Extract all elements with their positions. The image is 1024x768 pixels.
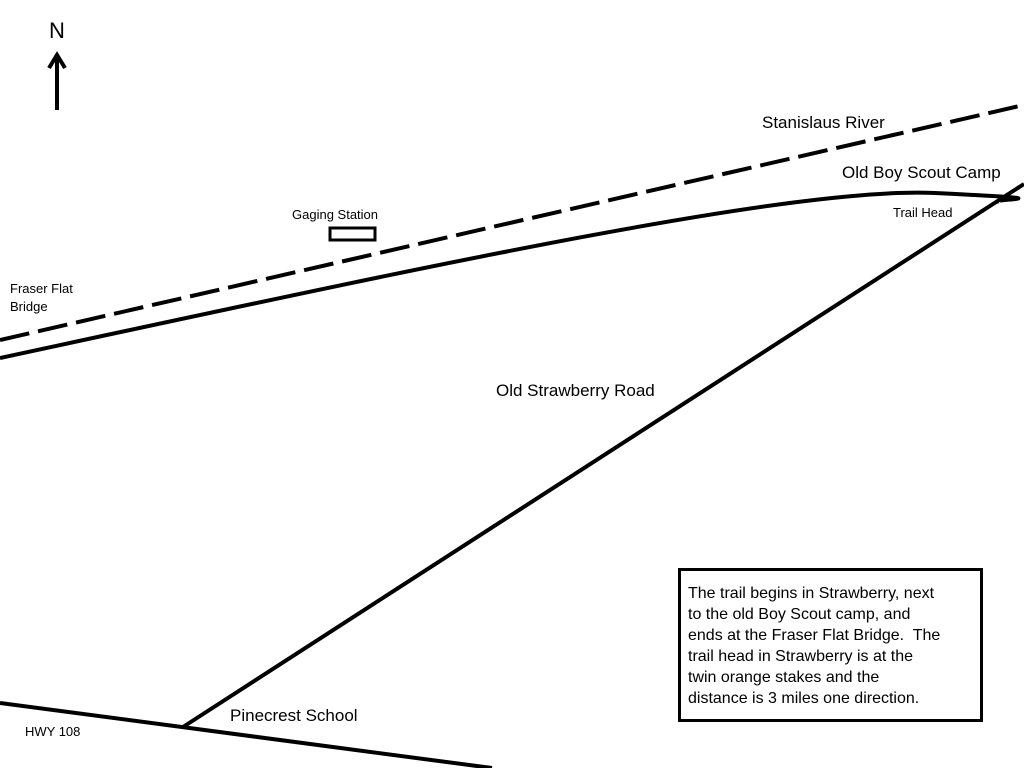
trail-head-label: Trail Head bbox=[893, 205, 952, 220]
old-strawberry-road-label: Old Strawberry Road bbox=[496, 381, 655, 400]
north-arrow-icon bbox=[47, 51, 67, 110]
old-strawberry-road-line bbox=[181, 182, 1024, 729]
gaging-station-marker bbox=[328, 226, 377, 242]
description-line: twin orange stakes and the bbox=[688, 669, 879, 686]
stanislaus-river-line bbox=[0, 103, 1024, 342]
description-line: trail head in Strawberry is at the bbox=[688, 648, 913, 665]
stanislaus-river-label: Stanislaus River bbox=[762, 113, 885, 132]
north-label: N bbox=[49, 18, 65, 43]
gaging-station-label: Gaging Station bbox=[292, 207, 378, 222]
description-line: ends at the Fraser Flat Bridge. The bbox=[688, 627, 940, 644]
trail-path bbox=[0, 190, 1021, 360]
hwy-108-line bbox=[0, 701, 493, 768]
old-boy-scout-camp-label: Old Boy Scout Camp bbox=[842, 163, 1001, 182]
pinecrest-school-label: Pinecrest School bbox=[230, 706, 358, 725]
fraser-flat-bridge-label-line2: Bridge bbox=[10, 299, 48, 314]
description-line: The trail begins in Strawberry, next bbox=[688, 585, 935, 602]
hwy-108-label: HWY 108 bbox=[25, 724, 80, 739]
description-box: The trail begins in Strawberry, next to … bbox=[678, 568, 983, 722]
description-line: to the old Boy Scout camp, and bbox=[688, 606, 910, 623]
fraser-flat-bridge-label-line1: Fraser Flat bbox=[10, 281, 73, 296]
description-line: distance is 3 miles one direction. bbox=[688, 690, 919, 707]
